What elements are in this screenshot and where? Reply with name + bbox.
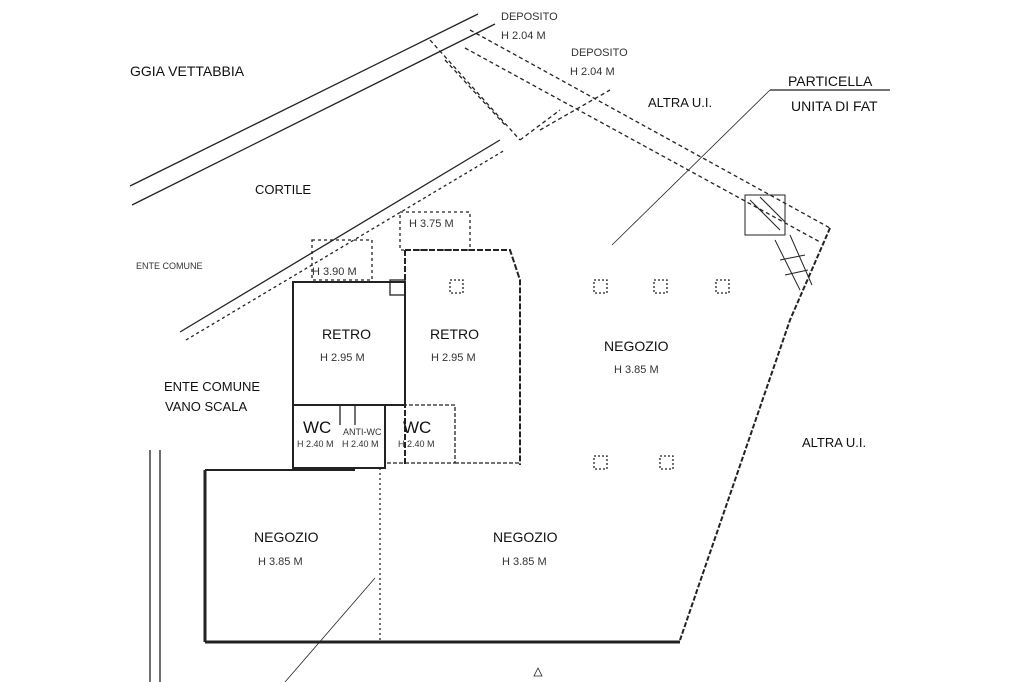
height-label: H 3.75 M [409,218,454,230]
room-retro-1 [292,281,406,406]
room-height: H 2.40 M [342,439,379,449]
room-wc-2 [384,404,456,464]
street-label: GGIA VETTABBIA [130,63,245,79]
street-line [129,13,479,187]
vano-scala-label: VANO SCALA [165,399,248,414]
room-height: H 3.85 M [614,364,659,376]
room-height: H 2.95 M [431,352,476,364]
room-name: RETRO [322,326,371,342]
outer-wall-right [679,227,831,641]
altra-ui-label: ALTRA U.I. [648,95,713,110]
room-name: ANTI-WC [343,427,382,437]
ente-comune-label: ENTE COMUNE [136,261,203,271]
columns [449,279,730,470]
deposito-label: DEPOSITO [571,47,628,59]
deposito-height: H 2.04 M [570,66,615,78]
room-height: H 3.85 M [502,556,547,568]
street-line [131,23,496,206]
leader-arrow [284,577,376,682]
courtyard-wall [185,149,506,341]
room-name: RETRO [430,326,479,342]
column [389,279,406,296]
unita-label: UNITA DI FAT [791,98,878,114]
deposito-height: H 2.04 M [501,30,546,42]
ente-comune-label: ENTE COMUNE [164,379,261,394]
deposit-corridor [429,29,831,243]
room-name: NEGOZIO [493,529,558,545]
room-height: H 2.40 M [398,439,435,449]
room-height: H 2.40 M [297,439,334,449]
stairs [744,194,813,291]
room-name: NEGOZIO [254,529,319,545]
room-name: WC [403,418,432,437]
courtyard-wall [179,139,501,333]
room-name: WC [303,418,332,437]
height-label: H 3.90 M [312,266,357,278]
cortile-label: CORTILE [255,182,312,197]
room-height: H 3.85 M [258,556,303,568]
deposito-label: DEPOSITO [501,11,558,23]
leader-arrow [611,89,771,246]
room-height: H 2.95 M [320,352,365,364]
altra-ui-label: ALTRA U.I. [802,435,867,450]
room-name: NEGOZIO [604,338,669,354]
particella-label: PARTICELLA [788,73,873,89]
